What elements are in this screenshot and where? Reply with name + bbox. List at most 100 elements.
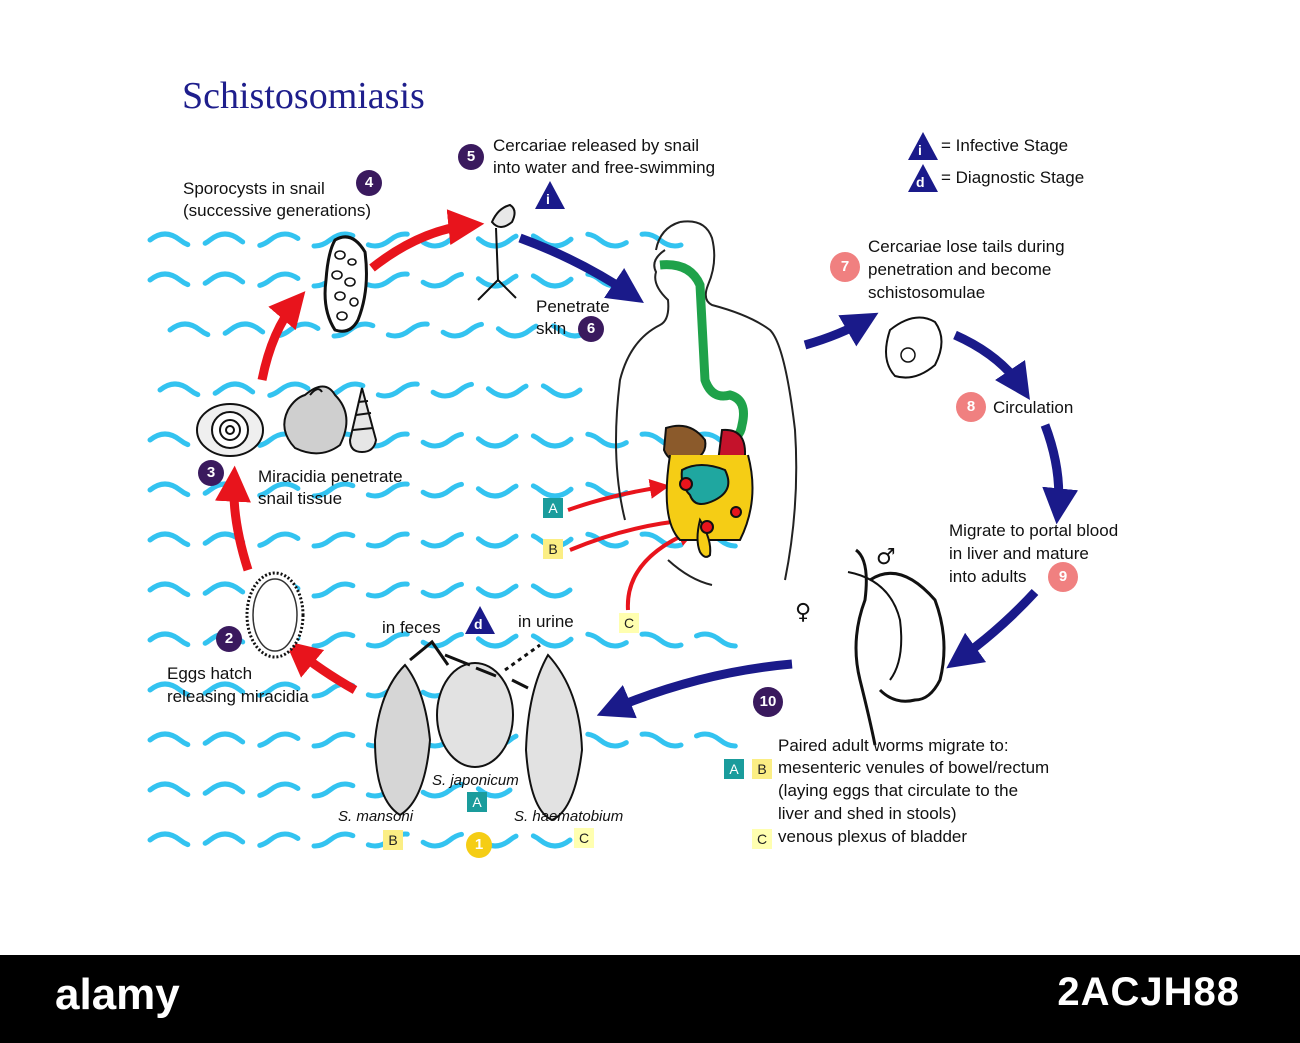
schistosomulum-illustration — [885, 316, 943, 379]
japonicum-tag: A — [467, 792, 487, 812]
egg-japonicum — [436, 662, 514, 768]
cercaria-illustration — [477, 203, 517, 301]
male-symbol: ♂ — [876, 545, 896, 570]
female-symbol: ♀ — [795, 600, 812, 625]
step-2-badge: 2 — [216, 626, 242, 652]
turreted-snail — [348, 387, 378, 454]
water-wave — [167, 321, 593, 339]
water-waves — [147, 231, 753, 849]
arrow-a — [567, 478, 670, 512]
water-wave — [147, 631, 753, 649]
red-cycle-arrows — [214, 209, 485, 694]
water-wave — [147, 831, 573, 849]
step-7-text-line1: Cercariae lose tails during — [868, 237, 1065, 256]
step-10-tag-a: A — [724, 759, 744, 779]
step-9-text-line2: in liver and mature — [949, 544, 1089, 563]
arrow-portal-to-worms — [946, 588, 1039, 669]
arrow-body-to-schistosomula — [803, 312, 879, 350]
arrow-sporocyst-to-cercaria — [369, 209, 485, 272]
water-wave — [147, 231, 693, 249]
infective-letter: i — [918, 142, 922, 158]
water-wave — [147, 431, 753, 449]
step-6-badge: 6 — [578, 316, 604, 342]
diagram-graphics — [147, 203, 1079, 849]
step-8-text: Circulation — [993, 398, 1074, 417]
japonicum-label: S. japonicum — [432, 772, 519, 789]
step-2-text-line1: Eggs hatch — [167, 664, 253, 683]
globose-snail — [283, 385, 348, 455]
step-8-badge: 8 — [956, 392, 986, 422]
planorbid-snail — [196, 403, 264, 457]
step-10-text-line1: Paired adult worms migrate to: — [778, 736, 1009, 755]
step-7-text-line3: schistosomulae — [868, 283, 986, 302]
step-3-badge: 3 — [198, 460, 224, 486]
in-urine-label: in urine — [518, 612, 574, 631]
mansoni-tag: B — [383, 830, 403, 850]
diagram-title: Schistosomiasis — [182, 75, 425, 117]
water-wave — [147, 581, 573, 599]
step-10-text-line4: liver and shed in stools) — [778, 804, 957, 823]
step-6-text-line2: skin — [536, 319, 567, 338]
egg-haematobium — [524, 653, 584, 822]
miracidium-illustration — [245, 571, 305, 659]
step-3-text-line2: snail tissue — [258, 489, 343, 508]
step-10-text-line2: mesenteric venules of bowel/rectum — [778, 758, 1050, 777]
step-10-tag-b: B — [752, 759, 772, 779]
haematobium-tag: C — [574, 828, 594, 848]
haematobium-label: S. haematobium — [514, 808, 624, 825]
step-4-text-line2: (successive generations) — [183, 201, 372, 220]
diagnostic-marker-letter: d — [474, 616, 483, 632]
human-body-illustration — [615, 220, 798, 586]
digestive-tract-illustration — [659, 260, 754, 558]
arrow-worms-to-eggs — [596, 659, 793, 719]
step-6-text-line1: Penetrate — [536, 297, 610, 316]
infective-stage-triangle-icon — [908, 132, 938, 160]
in-feces-label: in feces — [382, 618, 441, 637]
diagnostic-stage-legend: = Diagnostic Stage — [941, 168, 1085, 187]
step-7-badge: 7 — [830, 252, 860, 282]
step-7-text-line2: penetration and become — [868, 260, 1052, 279]
blue-cycle-arrows — [518, 233, 1079, 719]
step-9-badge: 9 — [1048, 562, 1078, 592]
step-3-text-line1: Miracidia penetrate — [258, 467, 403, 486]
step-4-text-line1: Sporocysts in snail — [183, 179, 325, 198]
arrow-to-circulation — [953, 330, 1030, 400]
diagnostic-stage-triangle-icon — [908, 164, 938, 192]
organ-tag-a: A — [543, 498, 563, 518]
step-10-text-line5: venous plexus of bladder — [778, 827, 968, 846]
arrow-cercaria-to-skin — [518, 233, 644, 304]
arrow-miracidia-to-snail — [214, 465, 253, 572]
stock-logo: alamy — [55, 970, 180, 1019]
organ-tag-c: C — [619, 613, 639, 633]
water-wave — [147, 271, 633, 289]
step-10-text-line3: (laying eggs that circulate to the — [778, 781, 1019, 800]
step-4-badge: 4 — [356, 170, 382, 196]
egg-illustrations — [373, 639, 584, 822]
egg-mansoni — [373, 663, 432, 817]
arrow-circulation-to-portal — [1040, 423, 1079, 525]
step-2-text-line2: releasing miracidia — [167, 687, 309, 706]
infective-marker-letter: i — [546, 191, 550, 207]
adult-worms-illustration — [847, 548, 946, 746]
step-10-tag-c: C — [752, 829, 772, 849]
diagnostic-stage-marker-icon — [465, 606, 495, 634]
arrow-snail-to-sporocyst — [257, 291, 306, 381]
infective-stage-marker-icon — [535, 181, 565, 209]
water-wave — [157, 381, 583, 399]
diagnostic-letter: d — [916, 174, 925, 190]
step-5-badge: 5 — [458, 144, 484, 170]
step-9-text-line3: into adults — [949, 567, 1027, 586]
water-wave — [147, 781, 513, 799]
arrow-eggs-to-miracidia — [284, 640, 358, 694]
stock-footer-bar — [0, 955, 1300, 1043]
step-10-badge: 10 — [753, 687, 783, 717]
step-5-text-line2: into water and free-swimming — [493, 158, 716, 177]
stock-image-id: 2ACJH88 — [1057, 970, 1240, 1014]
snail-illustrations — [196, 385, 378, 457]
step-5-text-line1: Cercariae released by snail — [493, 136, 699, 155]
step-9-text-line1: Migrate to portal blood — [949, 521, 1119, 540]
water-wave — [147, 531, 753, 549]
organ-tag-b: B — [543, 539, 563, 559]
infective-stage-legend: = Infective Stage — [941, 136, 1069, 155]
